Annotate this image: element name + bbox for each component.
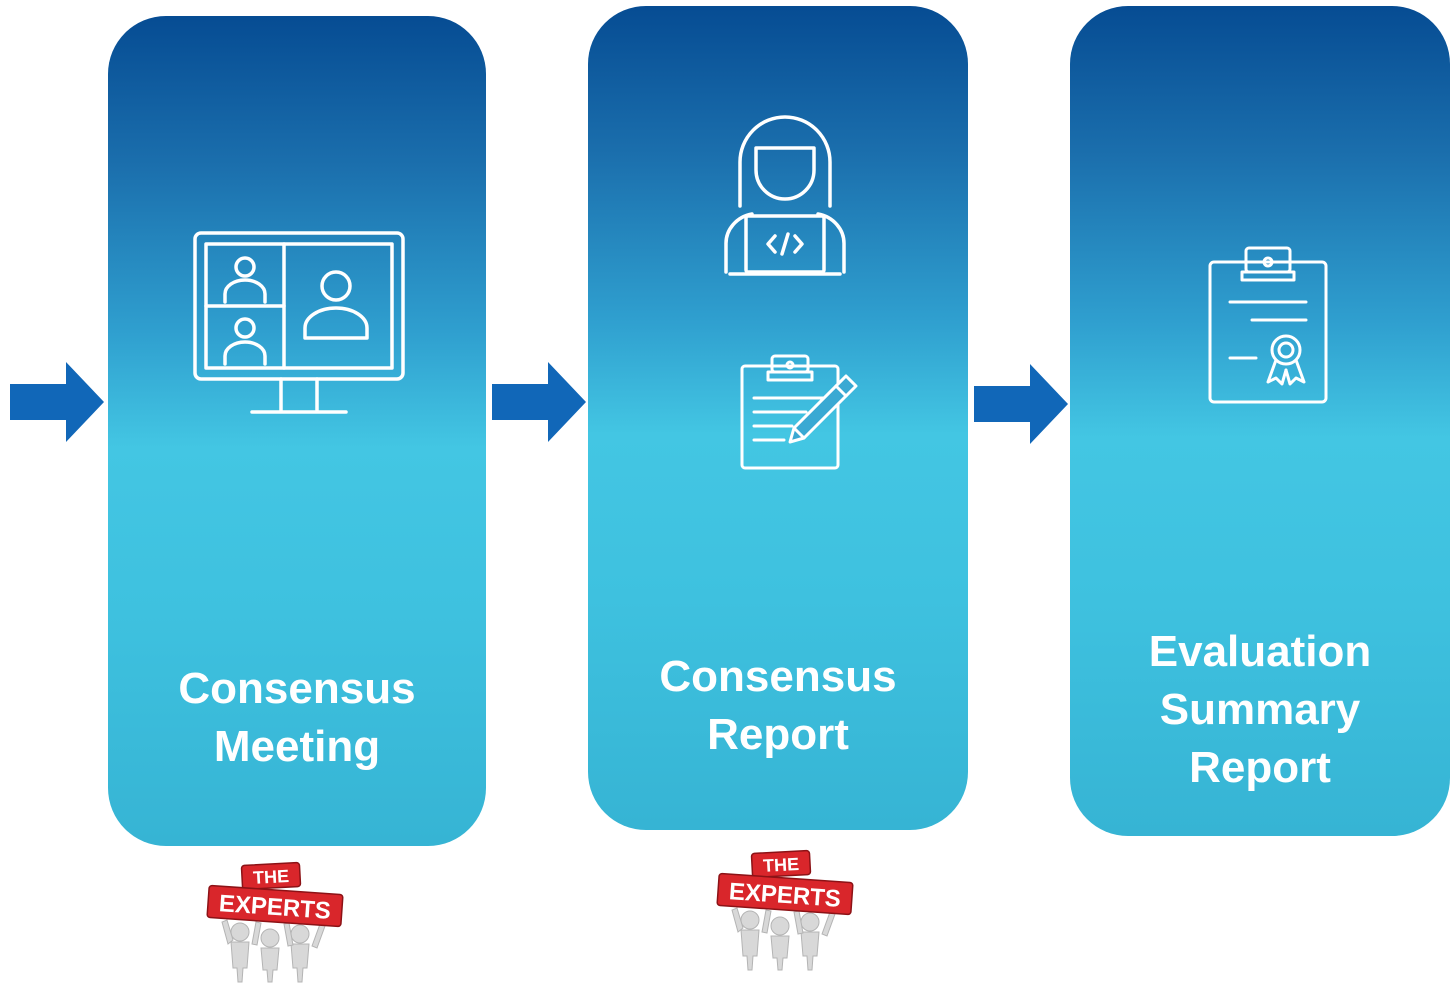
- video-conference-monitor-icon: [193, 231, 405, 414]
- clipboard-certificate-icon: [1208, 246, 1328, 404]
- flow-arrow-3: [974, 364, 1068, 444]
- developer-laptop-icon: [724, 115, 846, 276]
- step-title-line: Meeting: [213, 722, 381, 771]
- step-card-consensus-meeting: Consensus Meeting: [108, 16, 486, 846]
- step-title-line: Report: [1189, 743, 1331, 792]
- experts-badge-image: THE EXPERTS: [206, 861, 344, 983]
- flow-arrow-1: [10, 362, 104, 442]
- step-title: Consensus Meeting: [108, 660, 486, 776]
- step-title: Consensus Report: [588, 648, 968, 764]
- step-title: Evaluation Summary Report: [1070, 623, 1450, 797]
- flow-arrow-2: [492, 362, 586, 442]
- step-title-line: Evaluation: [1148, 627, 1372, 676]
- step-title-line: Report: [707, 710, 849, 759]
- step-card-evaluation-summary-report: Evaluation Summary Report: [1070, 6, 1450, 836]
- experts-badge-line1: THE: [253, 866, 290, 888]
- step-title-line: Summary: [1159, 685, 1361, 734]
- step-title-line: Consensus: [178, 664, 416, 713]
- experts-badge-line1: THE: [763, 854, 800, 876]
- step-title-line: Consensus: [659, 652, 897, 701]
- step-card-consensus-report: Consensus Report: [588, 6, 968, 830]
- experts-badge-image: THE EXPERTS: [716, 849, 854, 971]
- clipboard-pencil-icon: [740, 354, 858, 470]
